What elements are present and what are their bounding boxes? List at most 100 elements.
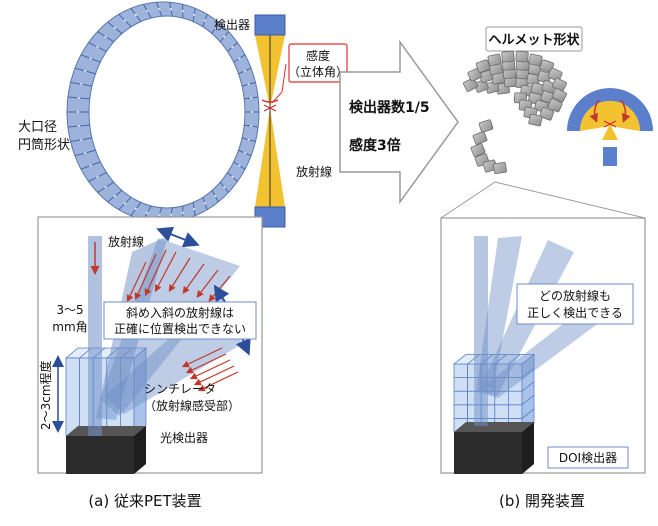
doi-crystal-cell bbox=[453, 377, 469, 392]
ring-block-highlight bbox=[123, 202, 127, 205]
doi-label-box bbox=[547, 446, 629, 469]
ring-block-highlight bbox=[146, 9, 149, 13]
ring-block-highlight bbox=[181, 9, 184, 13]
ring-block-highlight bbox=[203, 19, 207, 22]
detector-ring bbox=[66, 1, 260, 223]
helmet-block bbox=[493, 161, 507, 175]
doi-photodetector bbox=[454, 432, 522, 474]
oblique-red-arrow bbox=[185, 353, 227, 374]
helmet-detector-illustration bbox=[463, 50, 567, 175]
caption-a: (a) 従来PET装置 bbox=[88, 492, 201, 510]
photodetector-top bbox=[66, 426, 146, 436]
ring-block-highlight bbox=[89, 164, 92, 167]
oblique-red-arrow bbox=[144, 249, 167, 297]
arrow-text-line2: 感度3倍 bbox=[349, 137, 401, 154]
ring-block-highlight bbox=[169, 213, 173, 216]
ring-block-highlight bbox=[113, 194, 117, 198]
doi-crystal-cell bbox=[507, 390, 523, 406]
ring-block-highlight bbox=[231, 45, 234, 49]
helmet-block bbox=[487, 53, 502, 67]
caption-b: (b) 開発装置 bbox=[499, 492, 585, 510]
helmet-block bbox=[515, 50, 529, 63]
size-label-line2: mm角 bbox=[52, 320, 87, 334]
oblique-red-arrow bbox=[196, 269, 219, 298]
ring-block-highlight bbox=[84, 69, 87, 73]
depth-label: 2～3cm程度 bbox=[38, 360, 53, 430]
ring-block-highlight bbox=[146, 211, 149, 215]
helmet-block bbox=[501, 50, 515, 63]
ring-block-highlight bbox=[247, 138, 250, 141]
ring-block-highlight bbox=[223, 35, 226, 38]
oblique-red-arrow bbox=[182, 263, 205, 294]
doi-beam-2 bbox=[476, 236, 522, 396]
sensitivity-leader bbox=[271, 63, 287, 104]
helmet-block bbox=[528, 53, 543, 67]
ring-block-highlight bbox=[134, 13, 138, 17]
doi-crystal-side bbox=[521, 353, 535, 379]
ring-block-highlight bbox=[243, 69, 246, 73]
doi-callout-box bbox=[516, 283, 634, 325]
photodetector-side bbox=[134, 426, 146, 474]
size-label-line1: 3～5 bbox=[56, 303, 83, 317]
oblique-red-arrow bbox=[193, 365, 235, 386]
ring-block-highlight bbox=[243, 151, 246, 155]
ring-block-highlight bbox=[250, 110, 254, 114]
oblique-red-arrow bbox=[126, 261, 147, 303]
helmet-block bbox=[478, 119, 494, 133]
ring-block-highlight bbox=[203, 202, 207, 205]
helmet-block bbox=[472, 131, 488, 145]
helmet-block bbox=[475, 59, 491, 73]
doi-crystal-cell bbox=[507, 404, 523, 419]
ring-block-highlight bbox=[181, 211, 184, 215]
ring-block-highlight bbox=[213, 26, 217, 30]
cylinder-ring-illustration bbox=[66, 1, 260, 223]
helmet-title: ヘルメット形状 bbox=[488, 32, 580, 48]
helmet-block bbox=[551, 88, 567, 103]
ring-block-highlight bbox=[123, 19, 127, 22]
oblique-red-arrow bbox=[154, 251, 177, 293]
ring-inner bbox=[88, 15, 246, 209]
photodetector-label: 光検出器 bbox=[160, 431, 208, 445]
doi-crystal-cell bbox=[453, 390, 469, 406]
oblique-red-arrow bbox=[134, 253, 157, 301]
vertical-beam bbox=[88, 236, 102, 436]
ring-block-highlight bbox=[169, 8, 173, 11]
helmet-block bbox=[539, 107, 555, 121]
ring-block-highlight bbox=[104, 186, 107, 189]
radiation-label-top: 放射線 bbox=[296, 164, 332, 179]
doi-crystal-cell bbox=[453, 404, 469, 419]
helmet-block bbox=[547, 67, 563, 82]
helmet-block bbox=[470, 143, 486, 157]
ring-block-highlight bbox=[249, 124, 253, 128]
oblique-red-arrow bbox=[189, 359, 231, 380]
ring-block-highlight bbox=[223, 186, 226, 189]
arrow-text-line1: 検出器数1/5 bbox=[349, 99, 430, 116]
crystal-column bbox=[65, 357, 81, 437]
ring-block-highlight bbox=[192, 13, 196, 17]
ring-block-highlight bbox=[96, 45, 99, 49]
sensitivity-cone-illustration bbox=[254, 14, 287, 228]
ring-block-highlight bbox=[238, 57, 241, 60]
sensitivity-callout-box bbox=[288, 43, 348, 83]
ring-block-highlight bbox=[231, 175, 234, 179]
scintillator-label-line1: シンチレータ bbox=[144, 382, 216, 396]
helmet-title-box bbox=[485, 26, 583, 52]
doi-photodetector-top bbox=[454, 422, 534, 432]
ring-block-highlight bbox=[80, 83, 83, 86]
comparison-arrow bbox=[339, 39, 459, 205]
helmet-section-shell bbox=[567, 88, 653, 131]
ring-block-highlight bbox=[96, 175, 99, 179]
angle-arc bbox=[261, 99, 279, 103]
ring-block-highlight bbox=[104, 35, 107, 38]
ring-block-highlight bbox=[247, 83, 250, 86]
ring-block-highlight bbox=[134, 207, 138, 211]
oblique-callout-line1: 斜め入斜の放射線は bbox=[126, 305, 234, 320]
ring-block-highlight bbox=[157, 213, 161, 216]
scintillator-label-line2: （放射線感受部） bbox=[144, 398, 240, 413]
helmet-section-marker bbox=[603, 120, 617, 128]
ring-block-highlight bbox=[76, 110, 80, 114]
ring-label-line2: 円筒形状 bbox=[18, 137, 70, 153]
panel-a-radiation-label: 放射線 bbox=[108, 234, 144, 249]
detector-top bbox=[254, 14, 286, 36]
